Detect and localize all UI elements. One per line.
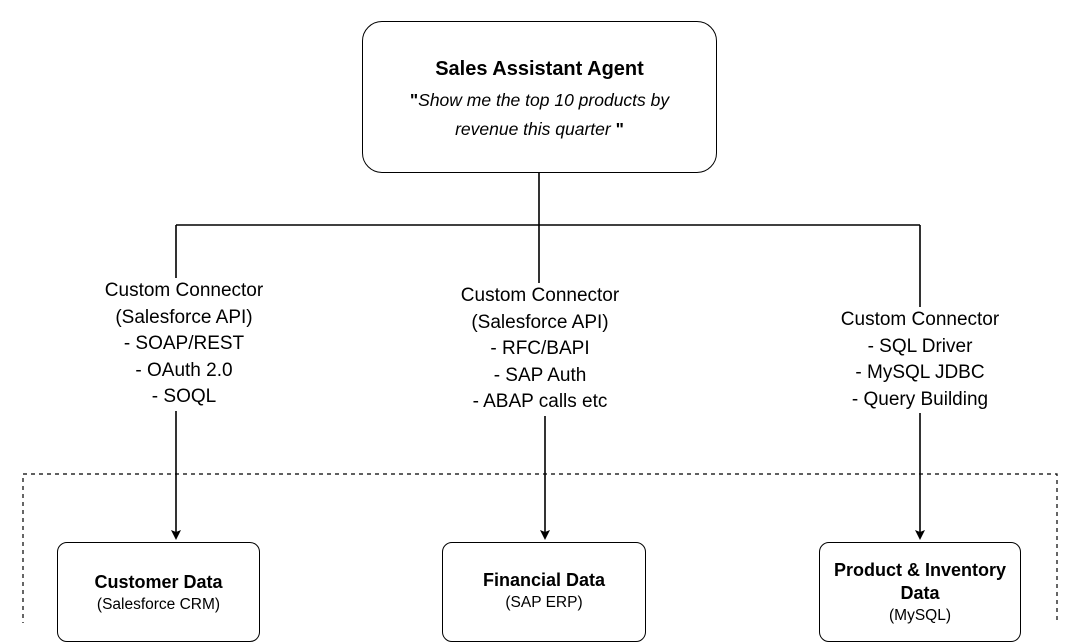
data-source-system: (MySQL) (889, 607, 951, 624)
connector-detail: - RFC/BAPI (490, 338, 590, 359)
data-sources-boundary (22, 473, 1058, 623)
agent-title: Sales Assistant Agent (435, 58, 644, 80)
connector-detail: - ABAP calls etc (472, 391, 608, 412)
connector-lines (22, 173, 1058, 623)
connector-label-sap: Custom Connector (Salesforce API) - RFC/… (440, 283, 640, 416)
connector-detail: - MySQL JDBC (855, 362, 985, 383)
connector-detail: - OAuth 2.0 (135, 359, 233, 381)
data-source-title: Customer Data (94, 572, 223, 592)
data-source-system: (SAP ERP) (505, 594, 583, 611)
branch-line (175, 173, 921, 318)
data-source-title-line-1: Product & Inventory (833, 560, 1007, 580)
agent-quote-line-2: revenue this quarter (455, 119, 611, 139)
financial-data-node[interactable]: Financial Data (SAP ERP) (442, 542, 646, 642)
customer-data-node[interactable]: Customer Data (Salesforce CRM) (57, 542, 260, 642)
sales-assistant-agent-node[interactable]: Sales Assistant Agent "Show me the top 1… (362, 21, 717, 173)
connector-detail: (Salesforce API) (471, 311, 609, 333)
agent-example-query: "Show me the top 10 products by revenue … (409, 90, 670, 139)
connector-detail: - SQL Driver (867, 335, 973, 357)
connector-title: Custom Connector (104, 280, 264, 301)
connector-detail: - SOAP/REST (123, 333, 245, 354)
connector-title: Custom Connector (840, 309, 1000, 330)
connector-label-mysql: Custom Connector - SQL Driver - MySQL JD… (822, 307, 1018, 413)
connector-title: Custom Connector (460, 285, 620, 306)
data-source-title: Financial Data (482, 570, 606, 590)
connector-detail: - SOQL (151, 386, 217, 407)
connector-label-salesforce: Custom Connector (Salesforce API) - SOAP… (92, 278, 276, 411)
data-source-system: (Salesforce CRM) (96, 596, 221, 613)
data-source-title-line-2: Data (900, 583, 940, 603)
connector-detail: - SAP Auth (493, 364, 587, 386)
connector-detail: (Salesforce API) (115, 306, 253, 328)
connector-detail: - Query Building (851, 388, 989, 410)
agent-quote-line-1: Show me the top 10 products by (418, 90, 670, 110)
product-inventory-data-node[interactable]: Product & Inventory Data (MySQL) (819, 542, 1021, 642)
